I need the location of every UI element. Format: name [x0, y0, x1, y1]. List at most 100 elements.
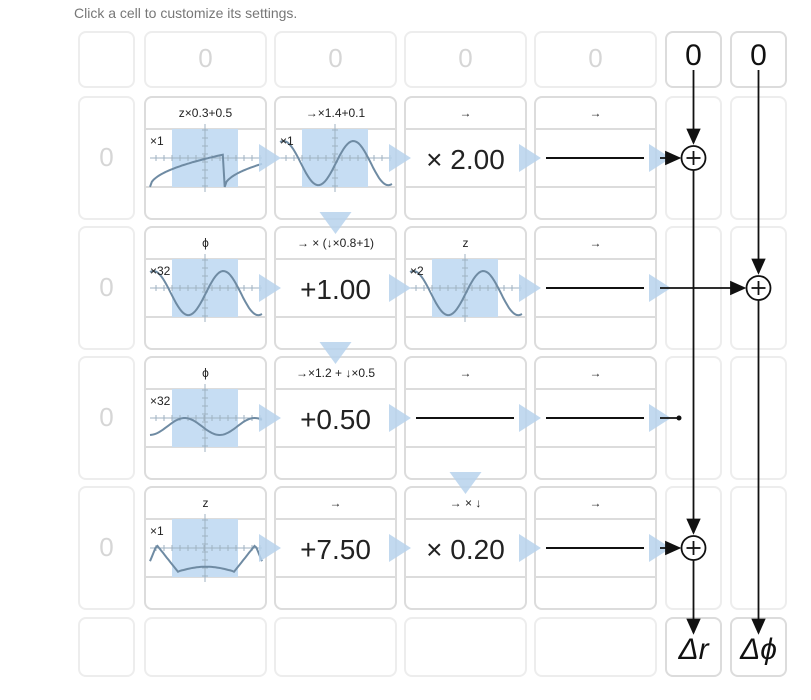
plot-curve: [149, 544, 263, 574]
output-r-label: Δr: [678, 633, 709, 666]
node-footer: [406, 446, 525, 478]
output-r-top-cell[interactable]: 0: [665, 31, 722, 88]
node-footer: [536, 186, 655, 218]
plot-multiplier: ×2: [410, 264, 424, 278]
left-input-cell[interactable]: 0: [78, 486, 135, 610]
bottom-cell[interactable]: [274, 617, 397, 677]
node-footer: [276, 446, 395, 478]
function-plot: [149, 384, 263, 452]
output-r-cell[interactable]: [665, 486, 722, 610]
node-cell[interactable]: z×2: [404, 226, 527, 350]
node-footer: [536, 576, 655, 608]
node-value: × 0.20: [426, 534, 505, 565]
function-plot: [279, 124, 393, 192]
output-phi-cell[interactable]: [730, 486, 787, 610]
node-formula: →: [406, 98, 525, 130]
plot-curve: [279, 139, 393, 187]
left-input-cell[interactable]: 0: [78, 356, 135, 480]
top-input-cell[interactable]: 0: [404, 31, 527, 88]
function-plot: [409, 254, 523, 322]
node-cell[interactable]: →×1.4+0.1×1: [274, 96, 397, 220]
bottom-cell[interactable]: [534, 617, 657, 677]
node-cell[interactable]: z×1: [144, 486, 267, 610]
node-cell[interactable]: z×0.3+0.5×1: [144, 96, 267, 220]
node-footer: [536, 316, 655, 348]
node-footer: [276, 576, 395, 608]
node-formula: →: [536, 98, 655, 130]
output-r-cell[interactable]: [665, 96, 722, 220]
output-phi-cell[interactable]: [730, 226, 787, 350]
node-cell[interactable]: → +7.50: [274, 486, 397, 610]
node-cell[interactable]: →: [534, 486, 657, 610]
left-input-value: 0: [99, 142, 114, 172]
passthrough-line: [546, 547, 644, 549]
left-input-value: 0: [99, 402, 114, 432]
plot-multiplier: ×1: [150, 524, 164, 538]
node-formula: →: [276, 488, 395, 520]
plot-curve: [149, 153, 263, 188]
top-input-value: 0: [588, 43, 603, 73]
top-input-cell[interactable]: 0: [274, 31, 397, 88]
node-cell[interactable]: ϕ×32: [144, 226, 267, 350]
node-formula: →: [406, 358, 525, 390]
node-footer: [276, 316, 395, 348]
function-plot: [149, 254, 263, 322]
node-cell[interactable]: ϕ×32: [144, 356, 267, 480]
node-footer: [536, 446, 655, 478]
output-phi-cell[interactable]: [730, 96, 787, 220]
plot-curve: [409, 269, 523, 317]
output-phi-result-cell[interactable]: Δϕ: [730, 617, 787, 677]
bottom-cell[interactable]: [144, 617, 267, 677]
top-input-value: 0: [198, 43, 213, 73]
output-r-cell[interactable]: [665, 226, 722, 350]
node-formula: → × (↓×0.8+1): [276, 228, 395, 260]
passthrough-line: [416, 417, 514, 419]
node-formula: →: [536, 488, 655, 520]
left-input-cell[interactable]: 0: [78, 96, 135, 220]
node-footer: [406, 186, 525, 218]
function-plot: [149, 514, 263, 582]
bottom-corner-cell[interactable]: [78, 617, 135, 677]
node-cell[interactable]: →: [534, 356, 657, 480]
node-value: × 2.00: [426, 144, 505, 175]
passthrough-line: [546, 417, 644, 419]
top-input-cell[interactable]: 0: [534, 31, 657, 88]
output-r-result-cell[interactable]: Δr: [665, 617, 722, 677]
plot-multiplier: ×1: [280, 134, 294, 148]
node-cell[interactable]: →: [534, 96, 657, 220]
left-input-cell[interactable]: 0: [78, 226, 135, 350]
node-cell[interactable]: →×1.2 + ↓×0.5 +0.50: [274, 356, 397, 480]
output-phi-top-cell[interactable]: 0: [730, 31, 787, 88]
bottom-cell[interactable]: [404, 617, 527, 677]
plot-curve: [149, 269, 263, 317]
output-r-cell[interactable]: [665, 356, 722, 480]
output-phi-cell[interactable]: [730, 356, 787, 480]
passthrough-line: [546, 157, 644, 159]
node-cell[interactable]: →: [534, 226, 657, 350]
node-footer: [406, 576, 525, 608]
output-phi-label: Δϕ: [740, 633, 777, 666]
node-value: +0.50: [300, 404, 371, 435]
node-formula: → × ↓: [406, 488, 525, 520]
plot-multiplier: ×1: [150, 134, 164, 148]
output-r-initial-value: 0: [685, 39, 702, 72]
node-cell[interactable]: → × 2.00: [404, 96, 527, 220]
plot-curve: [149, 416, 263, 437]
node-value: +1.00: [300, 274, 371, 305]
node-formula: →: [536, 358, 655, 390]
node-value: +7.50: [300, 534, 371, 565]
corner-cell[interactable]: [78, 31, 135, 88]
function-plot: [149, 124, 263, 192]
node-cell[interactable]: → × (↓×0.8+1) +1.00: [274, 226, 397, 350]
left-input-value: 0: [99, 532, 114, 562]
node-formula: →: [536, 228, 655, 260]
node-formula: →×1.2 + ↓×0.5: [276, 358, 395, 390]
top-input-value: 0: [328, 43, 343, 73]
node-cell[interactable]: → × ↓ × 0.20: [404, 486, 527, 610]
node-cell[interactable]: →: [404, 356, 527, 480]
plot-multiplier: ×32: [150, 264, 171, 278]
top-input-value: 0: [458, 43, 473, 73]
instructions: Click a cell to customize its settings.: [74, 5, 298, 21]
top-input-cell[interactable]: 0: [144, 31, 267, 88]
